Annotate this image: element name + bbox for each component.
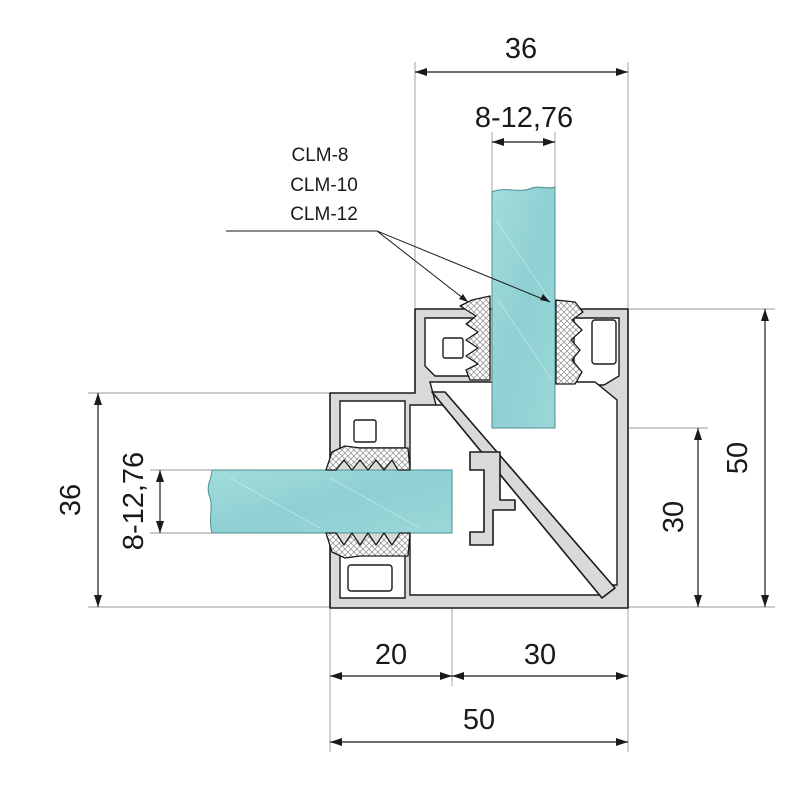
glass-pane-horizontal bbox=[207, 469, 453, 534]
dim-bottom-left: 20 bbox=[375, 639, 407, 671]
diagonal-web bbox=[431, 391, 616, 599]
gasket-label-2: CLM-10 bbox=[290, 175, 358, 196]
dim-right-outer: 50 bbox=[722, 442, 754, 474]
dim-left-glass: 8-12,76 bbox=[118, 452, 150, 550]
dim-bottom-total: 50 bbox=[463, 704, 495, 736]
glass-pane-vertical bbox=[491, 186, 556, 429]
gasket-horizontal-bottom bbox=[325, 532, 411, 559]
dim-top-width: 36 bbox=[505, 33, 537, 65]
gasket-label-1: CLM-8 bbox=[291, 145, 348, 166]
gasket-vertical-right bbox=[555, 299, 584, 385]
clip-channel bbox=[469, 451, 516, 546]
gasket-leader-lines bbox=[226, 230, 551, 303]
dim-top-glass: 8-12,76 bbox=[475, 102, 573, 134]
gasket-vertical-left bbox=[459, 295, 491, 381]
glass-reflections bbox=[229, 219, 553, 529]
dim-right-inner: 30 bbox=[658, 501, 690, 533]
gasket-horizontal-top bbox=[325, 445, 411, 471]
dimension-lines bbox=[94, 68, 769, 746]
dim-left-height: 36 bbox=[55, 484, 87, 516]
dim-bottom-right: 30 bbox=[524, 639, 556, 671]
gasket-label-3: CLM-12 bbox=[290, 204, 358, 225]
